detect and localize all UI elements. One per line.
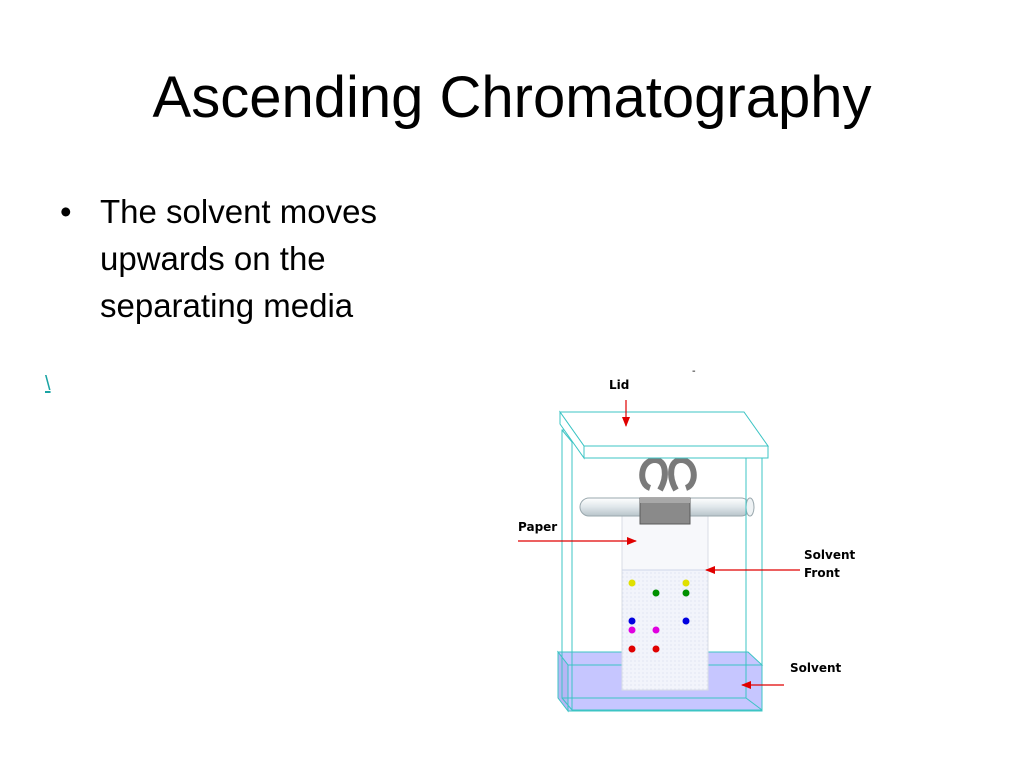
spot-yellow: [682, 579, 690, 587]
chromatography-tank-diagram: Lid Paper Solvent Front Solvent -: [518, 366, 856, 713]
solvent-front-label: Front: [804, 566, 840, 580]
bullet-list: • The solvent moves upwards on the separ…: [58, 188, 478, 329]
solvent-label: Solvent: [790, 661, 842, 675]
bullet-text: The solvent moves upwards on the separat…: [100, 193, 377, 324]
bullet-dot-icon: •: [60, 193, 72, 230]
paper-strip: [621, 511, 709, 691]
spot-red: [628, 645, 636, 653]
spot-magenta: [628, 626, 636, 634]
paper-label: Paper: [518, 520, 557, 534]
spot-green: [682, 589, 690, 597]
solvent-front-label: Solvent: [804, 548, 856, 562]
lid-label: Lid: [609, 378, 629, 392]
spot-green: [652, 589, 660, 597]
spot-blue: [628, 617, 636, 625]
sample-spots: [628, 579, 690, 653]
spot-magenta: [652, 626, 660, 634]
label-arrows: [518, 400, 800, 689]
spot-red: [652, 645, 660, 653]
slide-title: Ascending Chromatography: [152, 65, 872, 130]
backslash-link[interactable]: \: [45, 373, 51, 395]
spot-yellow: [628, 579, 636, 587]
binder-clip-icon: [639, 456, 697, 525]
bullet-item: • The solvent moves upwards on the separ…: [58, 188, 478, 329]
spot-blue: [682, 617, 690, 625]
tank-lid: [559, 410, 769, 460]
corner-mark: -: [692, 366, 696, 377]
